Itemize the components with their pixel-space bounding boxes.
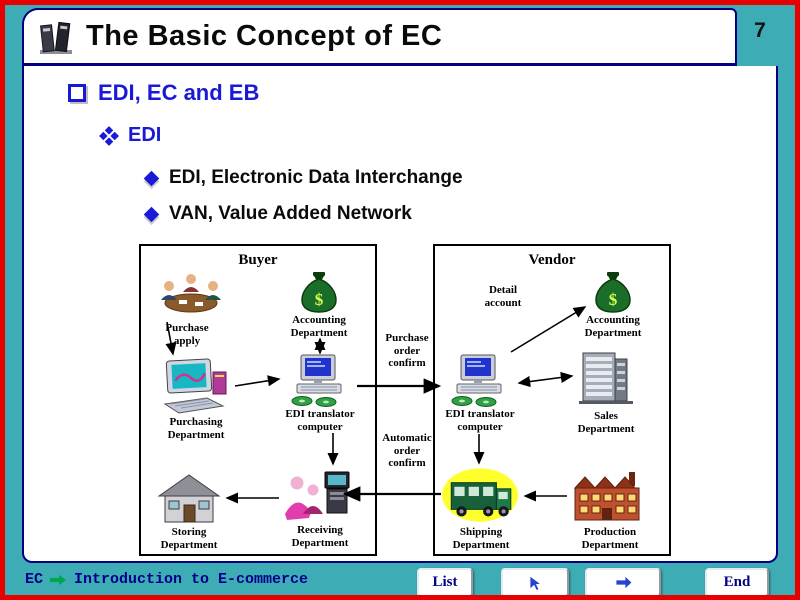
buyer-title: Buyer [238,252,278,268]
square-bullet-icon [68,84,86,102]
label-receiving-dept: Receiving Department [291,524,349,549]
factory-icon [571,470,643,524]
svg-text:$: $ [609,290,618,309]
purchasing-computer-icon [161,358,231,414]
end-button[interactable]: End [705,568,769,595]
label-automatic-order-confirm: Automatic order confirm [382,432,432,470]
course-code: EC [25,571,44,588]
house-icon [157,472,221,524]
nav-next-button[interactable] [585,568,661,595]
label-accounting-dept: Accounting Department [290,314,348,339]
list-button[interactable]: List [417,568,473,595]
label-sales-dept: Sales Department [577,410,635,435]
books-icon [36,19,76,55]
slide-header: The Basic Concept of EC [22,8,737,66]
bullet-level2-text: EDI [128,124,162,146]
diamond-bullet-icon [143,170,160,186]
lecture-title: Introduction to E-commerce [74,571,309,588]
footer-caption: EC Introduction to E-commerce [25,571,308,588]
label-accounting-dept: Accounting Department [584,314,642,339]
pointer-hand-icon [615,575,633,590]
edi-diagram: Buyer Vendor $ [137,242,673,560]
slide-body: EDI, EC and EB EDI EDI, Electronic Data … [22,66,778,563]
label-shipping-dept: Shipping Department [452,526,510,551]
four-diamond-bullet-icon [99,125,119,146]
label-storing-dept: Storing Department [160,526,218,551]
bullet-level3-van: VAN, Value Added Network [143,203,412,225]
label-purchasing-dept: Purchasing Department [167,416,225,441]
receiving-people-icon [283,468,355,522]
meeting-icon [157,270,225,320]
label-edi-translator: EDI translator computer [445,408,515,433]
bullet-van-text: VAN, Value Added Network [169,203,412,224]
cursor-icon [529,574,543,591]
bullet-level1-text: EDI, EC and EB [98,80,260,105]
edi-computer-icon [285,354,355,408]
label-detail-account: Detail account [484,284,522,309]
money-bag-icon: $ [295,266,343,314]
label-edi-translator: EDI translator computer [285,408,355,433]
label-purchase-apply: Purchase apply [165,322,209,347]
page-number: 7 [754,19,766,42]
edi-computer-icon [445,354,515,408]
svg-text:$: $ [315,290,324,309]
bullet-level1: EDI, EC and EB [68,80,259,106]
label-purchase-order-confirm: Purchase order confirm [385,332,429,370]
vendor-title: Vendor [528,252,576,268]
bullet-level2: EDI [99,124,162,147]
bullet-edi-text: EDI, Electronic Data Interchange [169,167,463,188]
diamond-bullet-icon [143,206,160,222]
office-building-icon [577,344,635,406]
page-title: The Basic Concept of EC [86,20,443,52]
money-bag-icon: $ [589,266,637,314]
nav-prev-button[interactable] [501,568,569,595]
shipping-truck-icon [441,466,519,524]
label-production-dept: Production Department [581,526,639,551]
bullet-level3-edi: EDI, Electronic Data Interchange [143,167,463,189]
green-arrow-icon [50,574,67,585]
